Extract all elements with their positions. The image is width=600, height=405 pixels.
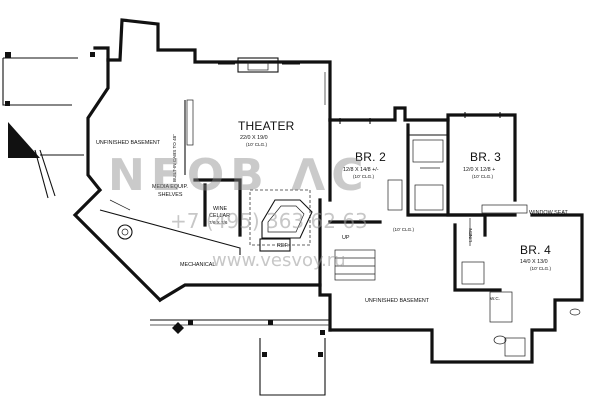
wine-cellar-label-1: WINE <box>213 206 227 212</box>
br2-label: BR. 2 <box>355 150 386 164</box>
br3-size: 12/0 X 12/8 + <box>463 167 495 173</box>
wine-cellar-label-2: CELLAR <box>209 213 230 219</box>
br3-label: BR. 3 <box>470 150 501 164</box>
built-in-cabs-label: BUILT-IN CABS TO 48" <box>172 134 177 182</box>
unfinished-basement-bottom-label: UNFINISHED BASEMENT <box>365 298 430 304</box>
br3-ceiling: (10' CLG.) <box>472 174 494 179</box>
theater-label: THEATER <box>238 119 295 133</box>
watermark-logo: NEOB ΛC <box>108 150 369 201</box>
exterior-walls <box>72 18 584 364</box>
linen-label: LINEN <box>468 228 473 242</box>
theater-ceiling: (10' CLG.) <box>246 142 268 147</box>
watermark-url: www.vesvoy.ru <box>212 250 346 271</box>
ref-label: REF. <box>277 243 289 249</box>
br4-ceiling: (10' CLG.) <box>530 266 552 271</box>
lower-patio <box>150 319 330 396</box>
watermark-phone: +7 (495) 363 62 63 <box>170 209 368 233</box>
wc-label: W.C. <box>490 296 500 301</box>
bedroom-walls <box>328 112 581 357</box>
br4-label: BR. 4 <box>520 243 551 257</box>
theater-size: 22/0 X 19/0 <box>240 135 268 141</box>
patio-stair-wedge <box>8 122 40 158</box>
core-walls <box>99 178 376 287</box>
hall-ceiling-label: (10' CLG.) <box>393 227 415 232</box>
br2-size: 12/8 X 14/8 +/- <box>343 167 379 173</box>
mechanical-label: MECHANICAL <box>180 262 215 268</box>
media-shelves-label: SHELVES <box>158 192 183 198</box>
theater-interior <box>184 57 326 175</box>
br2-ceiling: (10' CLG.) <box>353 174 375 179</box>
media-equip-label: MEDIA EQUIP. <box>152 184 188 190</box>
br4-size: 14/0 X 13/0 <box>520 259 548 265</box>
wine-cellar-size: 7/6 X 7/6 <box>209 220 228 225</box>
left-patio <box>2 52 95 199</box>
window-seat-label: WINDOW SEAT <box>529 210 569 216</box>
unfinished-basement-left-label: UNFINISHED BASEMENT <box>96 140 161 146</box>
up-label: UP <box>342 235 350 241</box>
